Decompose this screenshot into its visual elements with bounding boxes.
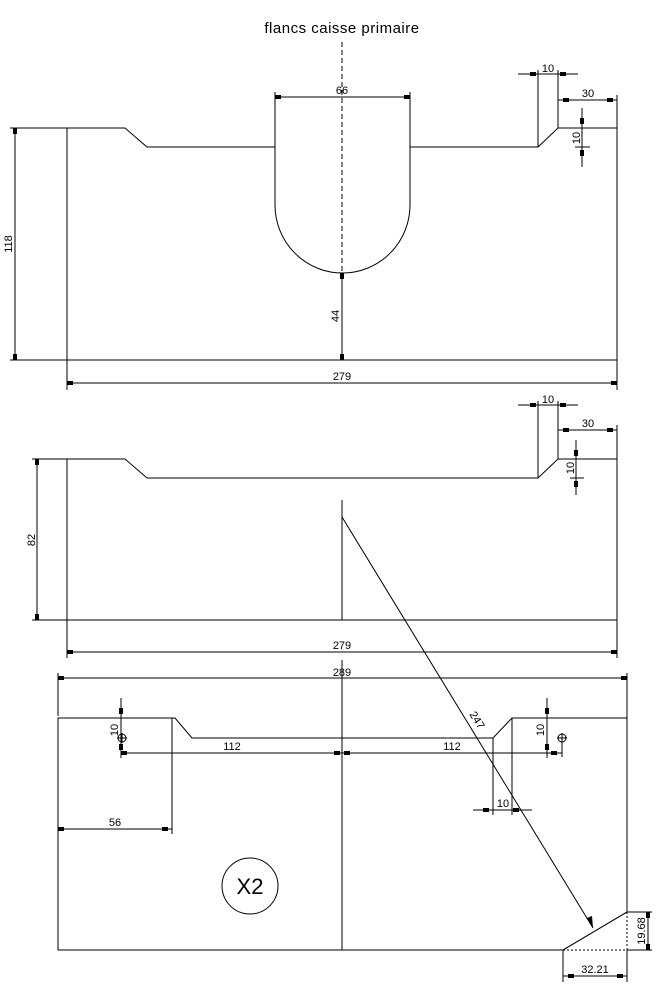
svg-text:10: 10	[542, 394, 554, 406]
dimension-notch-width: 10	[473, 718, 532, 815]
svg-text:66: 66	[336, 85, 348, 97]
hole-left: 10	[109, 698, 127, 758]
svg-text:10: 10	[497, 798, 509, 810]
view-top: 118 279 66 44 10	[3, 42, 618, 390]
dimension-height: 82	[26, 458, 67, 621]
svg-text:10: 10	[109, 724, 121, 736]
svg-text:279: 279	[333, 371, 351, 383]
part-outline	[66, 127, 618, 361]
svg-text:32.21: 32.21	[581, 964, 609, 976]
svg-text:44: 44	[330, 310, 342, 322]
svg-text:56: 56	[109, 817, 121, 829]
svg-text:112: 112	[223, 741, 241, 753]
drawing-title: flancs caisse primaire	[264, 20, 419, 37]
svg-text:30: 30	[582, 418, 594, 430]
svg-text:247: 247	[467, 709, 487, 731]
dimension-notch: 10 30 10	[518, 394, 618, 495]
svg-text:10: 10	[571, 132, 583, 144]
dimension-overall-width: 289	[57, 667, 628, 718]
svg-text:X2: X2	[237, 874, 264, 899]
svg-text:112: 112	[443, 741, 461, 753]
hole-right: 10	[535, 698, 567, 758]
dimension-height: 118	[3, 127, 67, 361]
part-outline	[57, 717, 628, 951]
view-bottom: 289 10 10 112 112 56	[57, 516, 652, 982]
dimension-cutout-depth: 44	[330, 273, 344, 360]
dimension-width: 279	[66, 360, 618, 390]
chamfer-leader: 247	[341, 516, 628, 951]
svg-text:82: 82	[26, 534, 38, 546]
svg-text:118: 118	[3, 235, 15, 253]
dimension-width: 279	[66, 620, 618, 658]
dimension-hole-spacing: 112 112	[121, 741, 562, 755]
dimension-chamfer-width: 32.21	[562, 950, 628, 982]
view-middle: 82 279 10 30 10	[26, 394, 618, 658]
dimension-chamfer-height: 19.68	[627, 911, 652, 951]
svg-text:19.68: 19.68	[636, 917, 648, 945]
svg-text:279: 279	[333, 640, 351, 652]
svg-text:30: 30	[582, 88, 594, 100]
quantity-marker: X2	[221, 857, 279, 915]
svg-text:10: 10	[535, 724, 547, 736]
svg-text:10: 10	[542, 63, 554, 75]
dimension-cutout-width: 66	[274, 85, 411, 147]
dimension-ledge-left: 56	[58, 718, 173, 834]
svg-text:10: 10	[565, 462, 577, 474]
dimension-notch: 10 30 10	[518, 63, 618, 167]
svg-text:289: 289	[333, 667, 351, 679]
